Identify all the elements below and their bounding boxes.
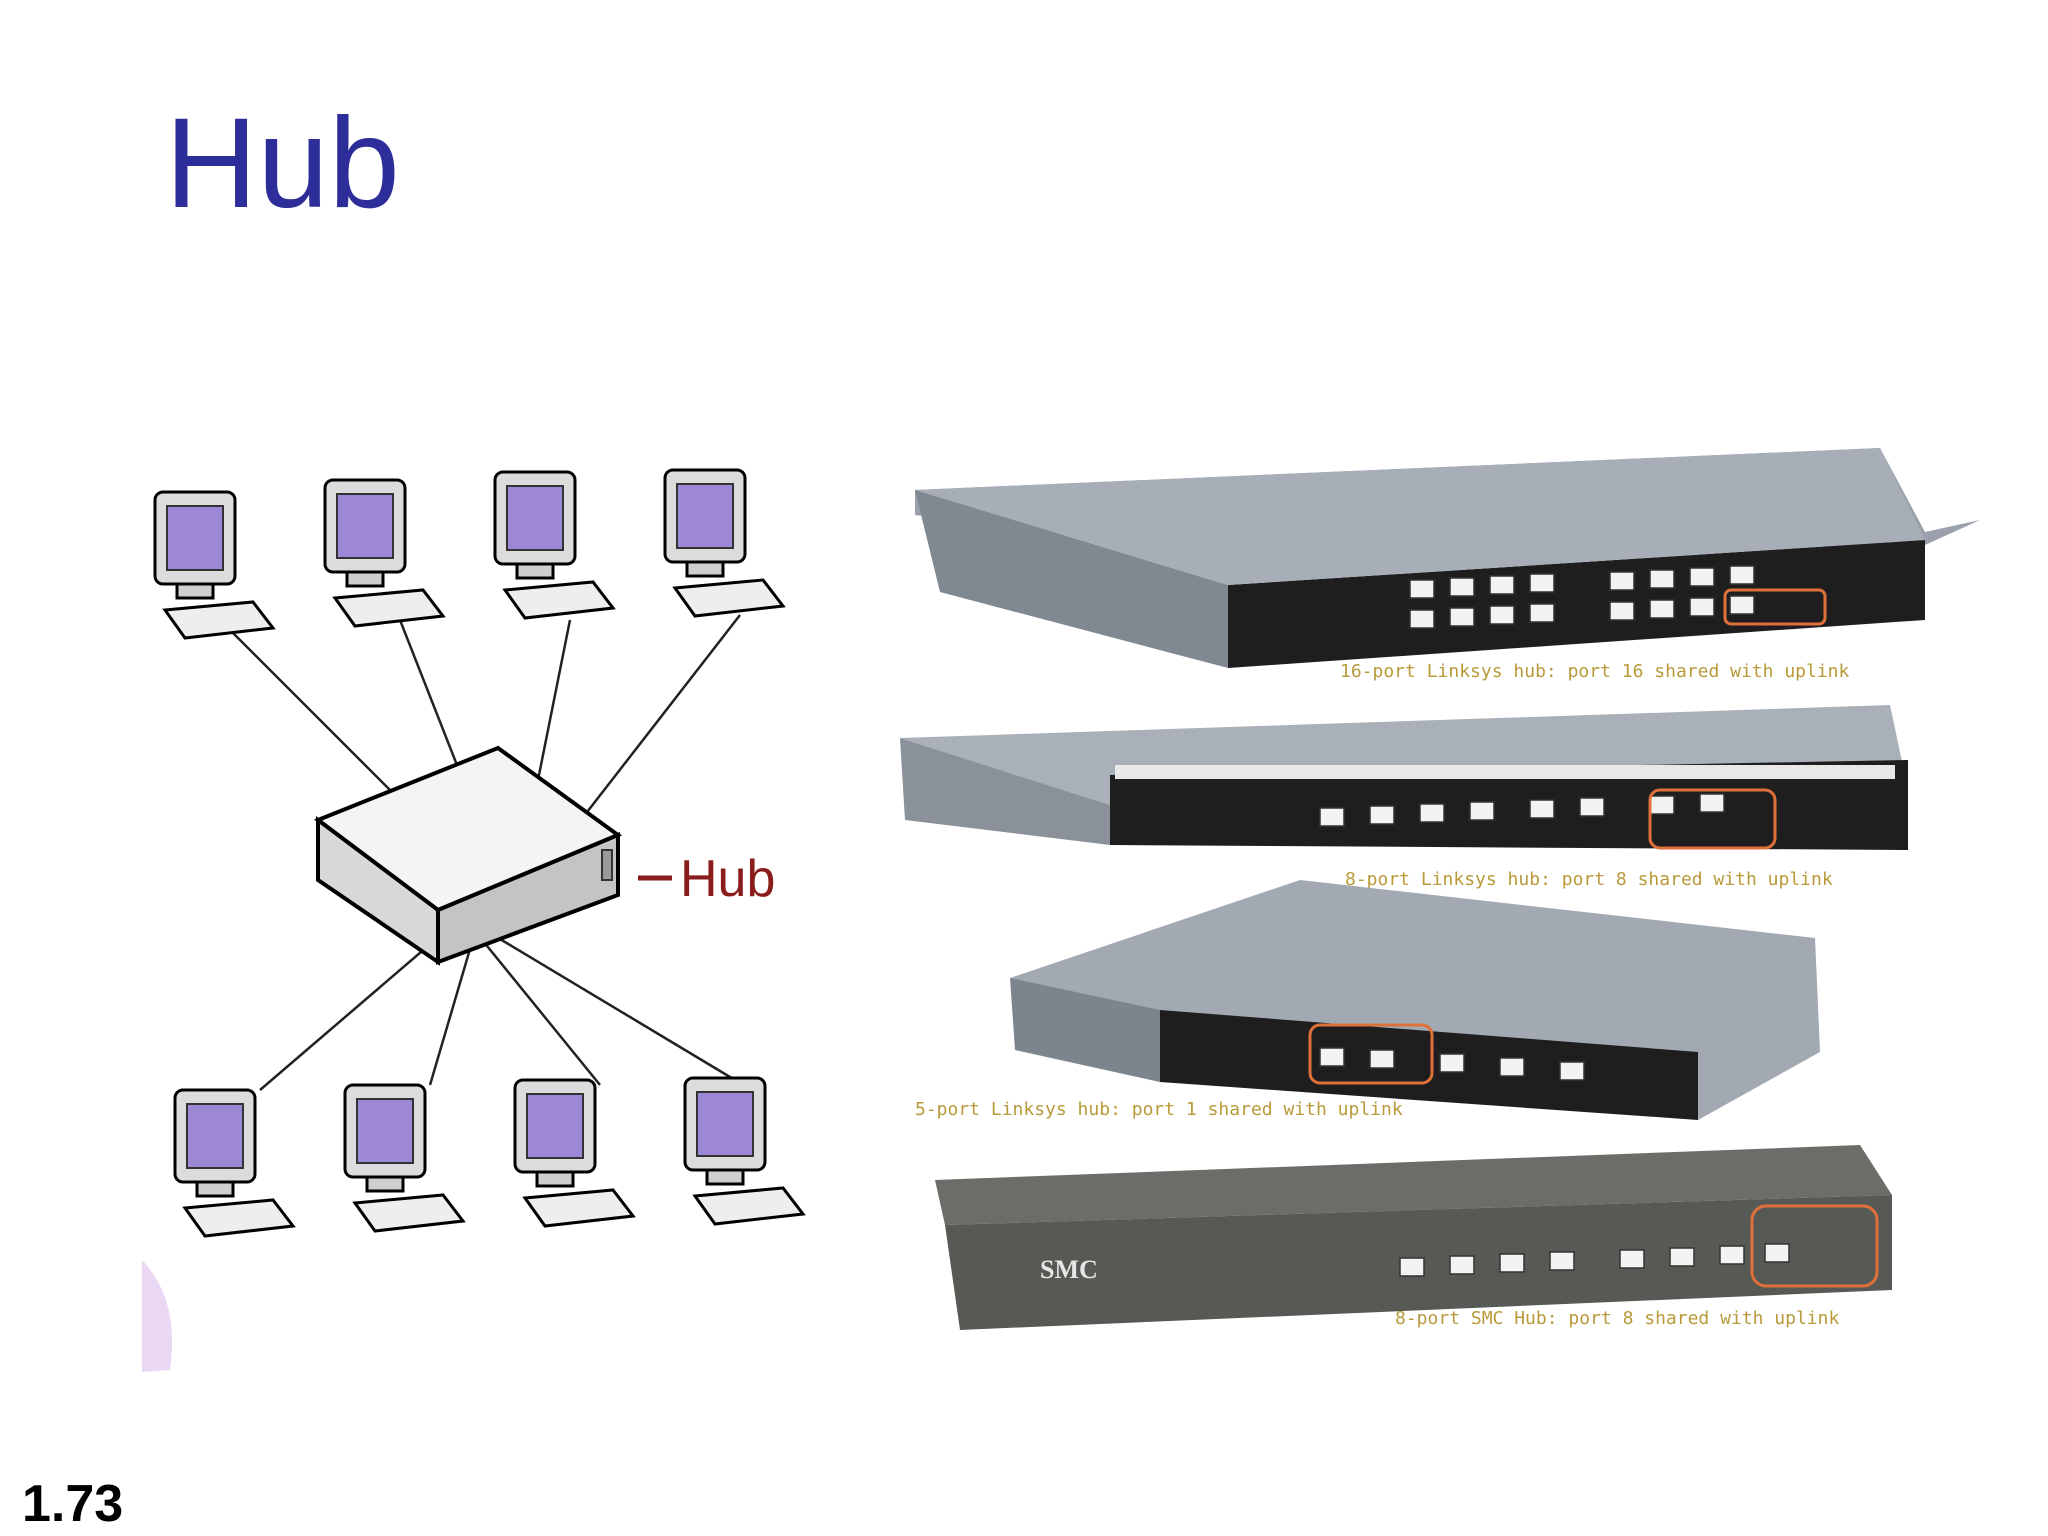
computer-icon xyxy=(173,1088,295,1238)
computer-icon xyxy=(513,1078,635,1228)
decorative-shape xyxy=(142,1260,173,1372)
hub-label: Hub xyxy=(680,850,775,908)
computer-icon xyxy=(343,1083,465,1233)
computer-icon xyxy=(683,1076,805,1226)
hub-network-diagram: Hub xyxy=(142,468,805,1372)
network-cables xyxy=(229,614,741,1091)
hub-photo-16-port: 16-port Linksys hub: port 16 shared with… xyxy=(915,448,1980,682)
uplink-port-highlight xyxy=(1648,788,1777,850)
slide-number: 1.73 xyxy=(22,1475,124,1533)
photo-caption: 5-port Linksys hub: port 1 shared with u… xyxy=(915,1099,1403,1120)
photo-caption: 8-port Linksys hub: port 8 shared with u… xyxy=(1345,869,1833,890)
photo-caption: 8-port SMC Hub: port 8 shared with uplin… xyxy=(1395,1308,1839,1329)
computer-icon xyxy=(493,470,615,620)
uplink-port-highlight xyxy=(1308,1023,1434,1085)
photo-caption: 16-port Linksys hub: port 16 shared with… xyxy=(1340,661,1849,682)
smc-logo: SMC xyxy=(1040,1255,1098,1284)
hub-photo-5-port: 5-port Linksys hub: port 1 shared with u… xyxy=(915,880,1820,1120)
slide-title: Hub xyxy=(165,92,400,235)
uplink-port-highlight xyxy=(1750,1204,1879,1288)
uplink-port-highlight xyxy=(1723,588,1827,626)
hub-device-icon xyxy=(313,745,623,966)
computer-icon xyxy=(153,490,275,640)
computer-icon xyxy=(663,468,785,618)
hub-photo-8-port-smc: SMC 8-port SMC Hub: port 8 shared with u… xyxy=(935,1145,1892,1330)
hub-photo-8-port: 8-port Linksys hub: port 8 shared with u… xyxy=(900,705,1908,890)
computer-icon xyxy=(323,478,445,628)
